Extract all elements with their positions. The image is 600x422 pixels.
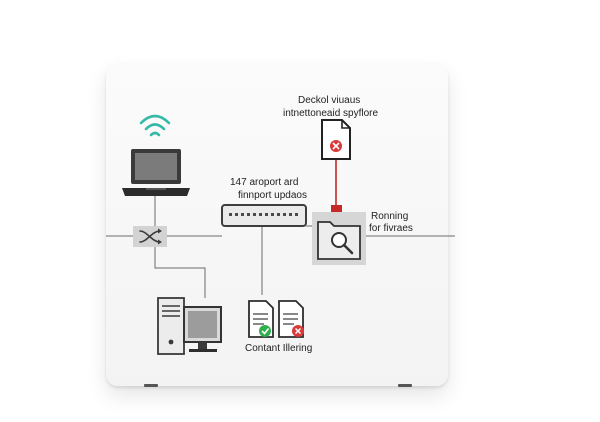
mid-label-line2: finnport updaos [238, 190, 307, 201]
network-switch-icon [221, 204, 307, 227]
bottom-label: Contant Illering [245, 343, 313, 354]
file-scan-icon [312, 212, 366, 265]
laptop-icon [122, 149, 190, 196]
device-foot-right [398, 384, 412, 387]
mid-label-line1: 147 aroport ard [230, 177, 299, 188]
shuffle-icon [133, 226, 167, 247]
right-label-line2: for fivraes [369, 223, 413, 234]
desktop-computer-icon [157, 297, 222, 355]
blocked-file-icon [321, 119, 351, 160]
wifi-icon [139, 114, 171, 137]
right-label-line1: Ronning [371, 211, 409, 222]
blocked-connector-icon [331, 205, 342, 212]
device-foot-left [144, 384, 158, 387]
switch-to-desktop-line [154, 247, 206, 298]
top-label-line1: Deckol viuaus [298, 95, 361, 106]
connection-lines [106, 196, 455, 298]
allowed-document-icon [248, 300, 274, 338]
top-label-line2: intnettoneaid spyflore [283, 108, 379, 119]
blocked-document-icon [278, 300, 304, 338]
